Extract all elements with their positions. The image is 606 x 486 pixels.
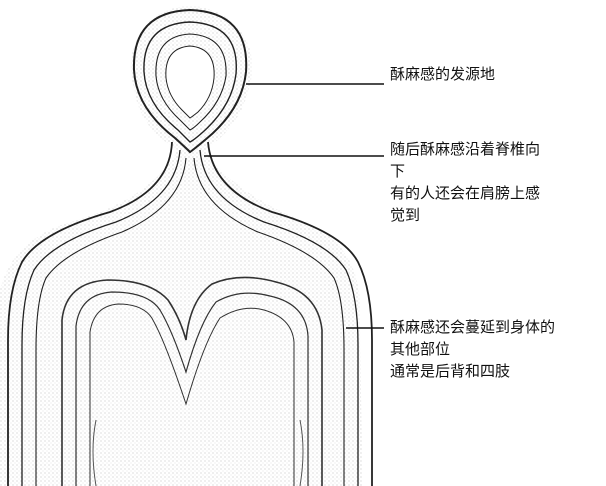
annotation-origin: 酥麻感的发源地 <box>390 63 495 85</box>
annotation-spine-line-4: 觉到 <box>390 206 421 224</box>
annotation-body-line-3: 通常是后背和四肢 <box>390 362 511 380</box>
shoulder-contours <box>7 141 373 486</box>
annotation-origin-line-1: 酥麻感的发源地 <box>390 65 496 83</box>
annotation-spine-line-2: 下 <box>390 162 406 180</box>
annotation-spine: 随后酥麻感沿着脊椎向 下 有的人还会在肩膀上感 觉到 <box>390 138 540 226</box>
annotation-spine-line-3: 有的人还会在肩膀上感 <box>390 184 541 202</box>
annotation-spine-line-1: 随后酥麻感沿着脊椎向 <box>390 140 541 158</box>
annotation-body-line-1: 酥麻感还会蔓延到身体的 <box>390 318 556 336</box>
annotation-body: 酥麻感还会蔓延到身体的 其他部位 通常是后背和四肢 <box>390 316 555 382</box>
head-contours <box>132 8 248 154</box>
annotation-body-line-2: 其他部位 <box>390 340 451 358</box>
arm-edges <box>92 419 304 486</box>
back-contours <box>61 276 323 486</box>
